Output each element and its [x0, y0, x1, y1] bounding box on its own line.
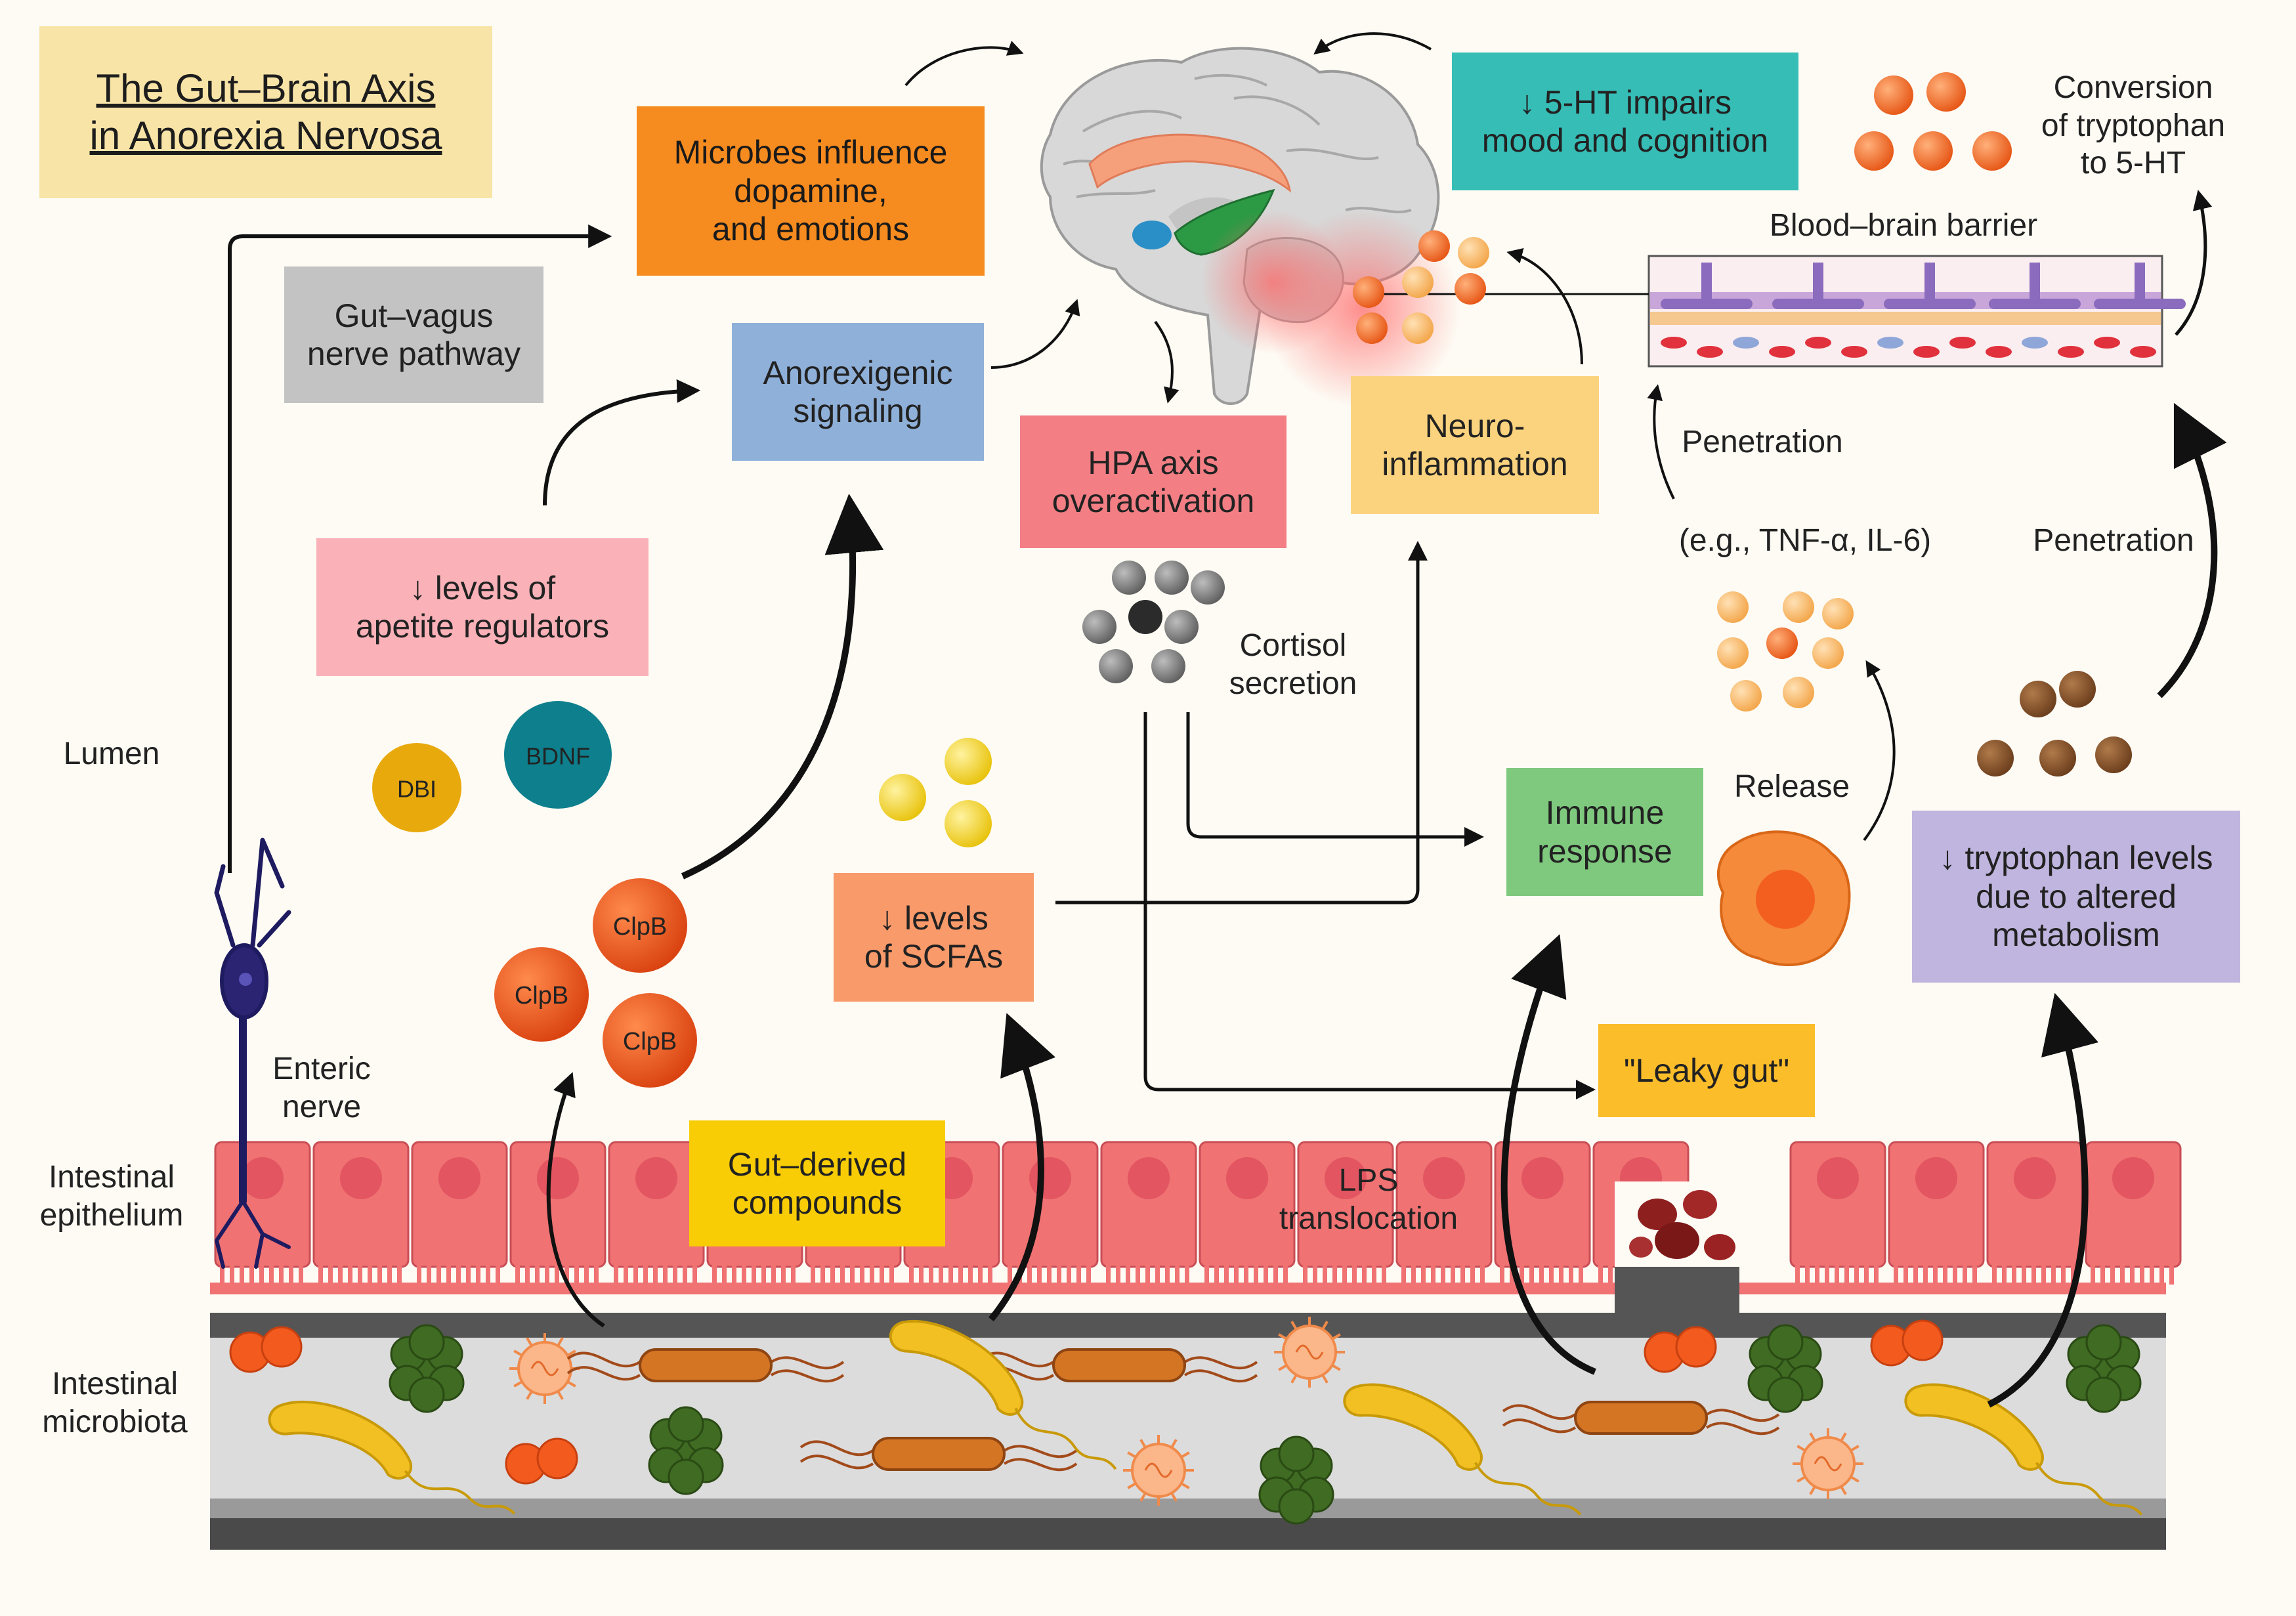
box-immune-response: Immune response [1506, 768, 1703, 896]
box-tryptophan-levels: ↓ tryptophan levels due to altered metab… [1912, 811, 2240, 983]
label-cortisol-secretion: Cortisol secretion [1229, 628, 1357, 701]
box-scfa-levels: ↓ levels of SCFAs [834, 873, 1034, 1002]
leaky-gut-debris [1615, 1181, 1739, 1313]
cytokine-particles [1717, 591, 1854, 712]
intestinal-epithelium [210, 1141, 2182, 1294]
blood-brain-barrier-illustration [1648, 255, 2186, 368]
cortisol-particles [1082, 561, 1225, 683]
epithelial-cell [1888, 1141, 1985, 1285]
enteric-nerve-neuron [214, 838, 291, 1269]
epithelial-cell [1986, 1141, 2083, 1285]
box-gut-derived-compounds: Gut–derived compounds [689, 1120, 945, 1246]
epithelial-cell [411, 1141, 508, 1285]
rod-bacterium [1502, 1401, 1780, 1435]
epithelial-cell [1395, 1141, 1493, 1285]
box-appetite-regulators: ↓ levels of apetite regulators [316, 538, 648, 676]
molecule-particles: DBI BDNF ClpB ClpB ClpB [372, 72, 2132, 1088]
diagram-title: The Gut–Brain Axis in Anorexia Nervosa [89, 66, 442, 158]
curved-bacterium [268, 1400, 516, 1515]
label-blood-brain-barrier: Blood–brain barrier [1769, 208, 2038, 243]
serotonin-particles [1854, 72, 2012, 171]
clpb-proteins: ClpB ClpB ClpB [494, 878, 697, 1088]
box-anorexigenic-signaling: Anorexigenic signaling [732, 323, 984, 461]
dbi-bdnf-molecules: DBI BDNF [372, 701, 612, 832]
diagram-title-box: The Gut–Brain Axis in Anorexia Nervosa [39, 26, 492, 198]
label-cytokines-example: (e.g., TNF-α, IL-6) [1678, 523, 1932, 558]
svg-text:ClpB: ClpB [613, 913, 667, 941]
box-gut-vagus-pathway: Gut–vagus nerve pathway [284, 266, 543, 403]
svg-text:BDNF: BDNF [526, 743, 590, 770]
cocci-cluster [1258, 1435, 1334, 1525]
curved-bacterium [889, 1319, 1117, 1470]
box-neuroinflammation: Neuro- inflammation [1351, 376, 1599, 514]
label-enteric-nerve: Enteric nerve [272, 1052, 371, 1124]
rod-bacterium [980, 1348, 1258, 1383]
epithelial-cell [2085, 1141, 2182, 1285]
label-conversion-tryptophan: Conversion of tryptophan to 5-HT [2041, 70, 2226, 181]
rod-bacterium [566, 1348, 845, 1383]
intestinal-microbiota-bacteria [229, 1317, 2143, 1525]
label-penetration-tryptophan: Penetration [2033, 523, 2194, 558]
label-release: Release [1733, 769, 1850, 804]
cocci-cluster [389, 1324, 465, 1413]
curved-bacterium [1343, 1383, 1582, 1516]
tryptophan-particles [1977, 671, 2132, 776]
epithelial-cell [1100, 1141, 1197, 1285]
brain-cytokine-particles [1353, 230, 1489, 344]
epithelial-cell [214, 1141, 311, 1285]
rod-bacterium [799, 1437, 1078, 1472]
box-microbes-influence: Microbes influence dopamine, and emotion… [637, 106, 985, 276]
label-lps-translocation: LPS translocation [1279, 1163, 1458, 1236]
svg-text:DBI: DBI [397, 776, 436, 803]
epithelial-cell [1002, 1141, 1099, 1285]
label-lumen: Lumen [63, 736, 160, 771]
virus [509, 1333, 580, 1404]
epithelial-cell [1789, 1141, 1886, 1285]
connector-arrows [228, 32, 2227, 1408]
diplococcus [229, 1326, 303, 1373]
diplococcus [1644, 1326, 1717, 1373]
epithelial-cell [1199, 1141, 1296, 1285]
epithelial-cell [1297, 1141, 1394, 1285]
box-serotonin-impairs: ↓ 5-HT impairs mood and cognition [1452, 53, 1798, 190]
epithelial-cell [1494, 1141, 1591, 1285]
virus [1793, 1428, 1863, 1499]
virus [1274, 1317, 1345, 1388]
label-intestinal-microbiota: Intestinal microbiota [42, 1367, 188, 1439]
virus [1123, 1435, 1194, 1506]
cocci-cluster [1747, 1324, 1823, 1413]
label-intestinal-epithelium: Intestinal epithelium [39, 1160, 184, 1233]
box-leaky-gut: "Leaky gut" [1598, 1024, 1815, 1117]
box-hpa-axis: HPA axis overactivation [1020, 415, 1286, 548]
scfa-particles [879, 738, 992, 847]
diplococcus [505, 1437, 578, 1485]
brain-illustration [1040, 47, 1460, 407]
epithelial-cell [312, 1141, 410, 1285]
svg-text:ClpB: ClpB [623, 1028, 677, 1055]
diplococcus [1870, 1319, 1944, 1367]
cocci-cluster [2066, 1324, 2142, 1413]
immune-cell-macrophage [1716, 830, 1851, 966]
label-penetration-cytokines: Penetration [1682, 425, 1843, 459]
svg-text:ClpB: ClpB [515, 982, 568, 1010]
cocci-cluster [648, 1406, 724, 1495]
